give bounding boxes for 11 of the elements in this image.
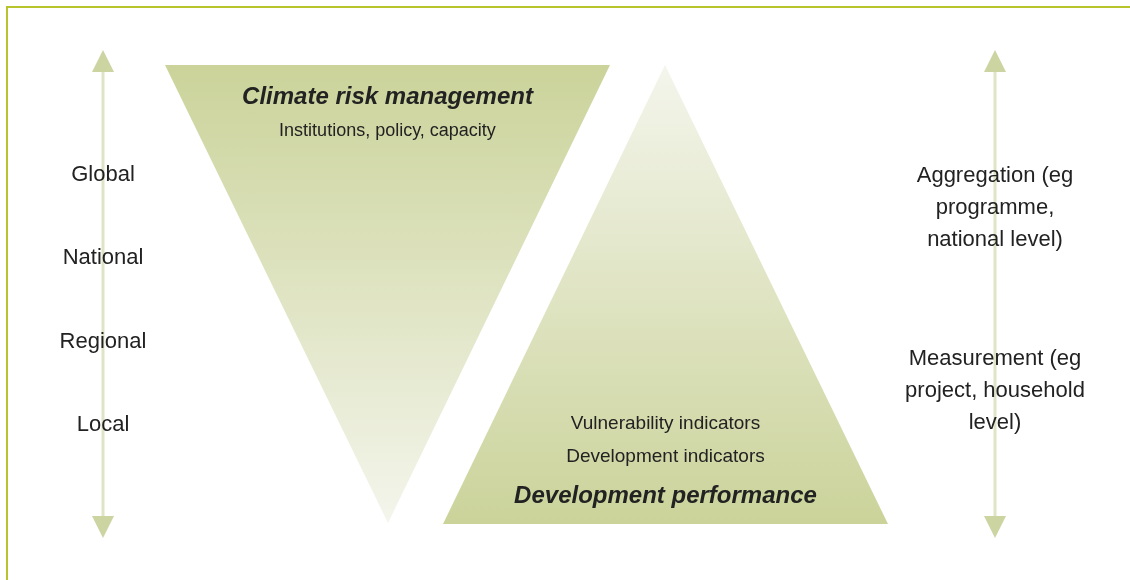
scale-label: National <box>62 243 144 271</box>
scale-label: Local <box>76 410 130 438</box>
scale-label: Regional <box>59 327 147 355</box>
triangle-subtitle: Institutions, policy, capacity <box>279 119 496 142</box>
level-description: Measurement (eg project, household level) <box>904 344 1086 436</box>
triangle-title: Climate risk management <box>242 81 533 111</box>
triangle-subtitle: Vulnerability indicators <box>570 411 761 435</box>
triangle-title: Development performance <box>514 480 817 510</box>
level-description: Aggregation (eg programme, national level) <box>915 161 1075 253</box>
triangle-subtitle: Development indicators <box>566 444 765 468</box>
scale-label: Global <box>71 160 135 188</box>
